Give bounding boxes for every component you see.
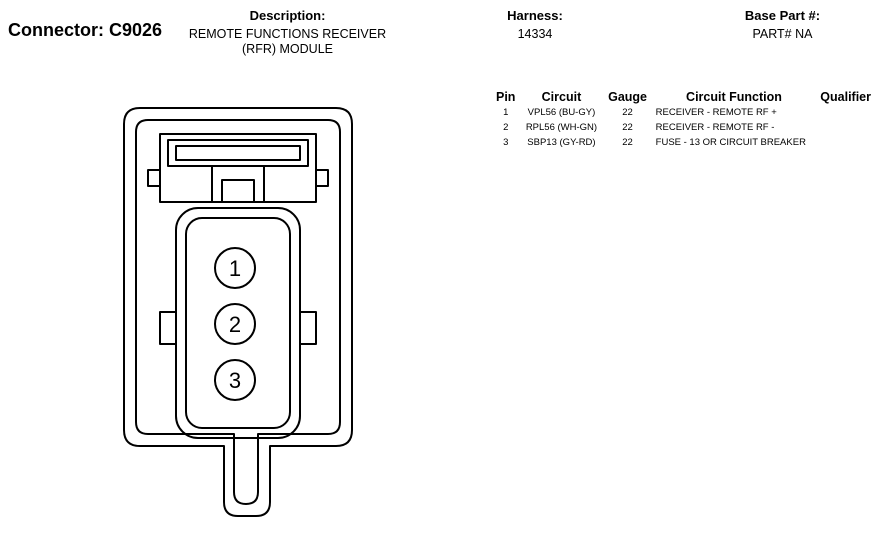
description-line-2: (RFR) MODULE [242, 42, 333, 56]
header-gauge: Gauge [608, 89, 647, 104]
base-part-value: PART# NA [752, 27, 813, 41]
pin-number: 3 [503, 137, 509, 148]
description-line-1: REMOTE FUNCTIONS RECEIVER [188, 27, 387, 41]
circuit-code: VPL56 (BU-GY) [527, 107, 596, 118]
header-pin: Pin [496, 89, 516, 104]
center-key [211, 165, 265, 203]
wire-gauge: 22 [622, 107, 633, 118]
latch-frame [159, 133, 317, 203]
pin-3-circle [214, 359, 256, 401]
pin-cavity-inner [185, 217, 291, 429]
housing-outer [123, 107, 353, 517]
wire-gauge: 22 [622, 122, 633, 133]
side-notch-right-mid [299, 311, 317, 345]
pin-table: Pin Circuit Gauge Circuit Function Quali… [492, 88, 875, 150]
harness-value: 14334 [517, 27, 553, 41]
latch-bar-inner [175, 145, 301, 161]
pin-3-label: 3 [229, 368, 241, 393]
harness-label: Harness: [507, 8, 563, 23]
wire-gauge: 22 [622, 137, 633, 148]
connector-label: Connector: [8, 20, 104, 40]
description-block: Description: REMOTE FUNCTIONS RECEIVER (… [170, 8, 405, 57]
base-part-label: Base Part #: [744, 8, 821, 23]
pin-1-circle [214, 247, 256, 289]
table-row: 2 RPL56 (WH-GN) 22 RECEIVER - REMOTE RF … [492, 120, 875, 135]
pin-2-label: 2 [229, 312, 241, 337]
circuit-code: SBP13 (GY-RD) [527, 137, 596, 148]
pin-2-circle [214, 303, 256, 345]
connector-id: C9026 [109, 20, 163, 40]
header-circuit: Circuit [541, 89, 582, 104]
harness-block: Harness: 14334 [480, 8, 590, 42]
side-notch-left-mid [159, 311, 177, 345]
circuit-code: RPL56 (WH-GN) [525, 122, 598, 133]
latch-bar-outer [167, 139, 309, 167]
table-row: 3 SBP13 (GY-RD) 22 FUSE - 13 OR CIRCUIT … [492, 135, 875, 150]
pin-number: 1 [503, 107, 509, 118]
pin-table-header-row: Pin Circuit Gauge Circuit Function Quali… [492, 88, 875, 105]
side-notch-left-top [147, 169, 161, 187]
circuit-function: RECEIVER - REMOTE RF - [655, 122, 775, 133]
pin-1-label: 1 [229, 256, 241, 281]
housing-inner [135, 119, 341, 505]
center-key-slot [221, 179, 255, 203]
connector-title: Connector: C9026 [8, 20, 162, 41]
header-qualifier: Qualifier [820, 89, 871, 104]
description-label: Description: [249, 8, 326, 23]
header-circuit-function: Circuit Function [686, 89, 782, 104]
circuit-function: FUSE - 13 OR CIRCUIT BREAKER [655, 137, 806, 148]
pin-number: 2 [503, 122, 509, 133]
circuit-function: RECEIVER - REMOTE RF + [655, 107, 777, 118]
base-part-block: Base Part #: PART# NA [715, 8, 850, 42]
table-row: 1 VPL56 (BU-GY) 22 RECEIVER - REMOTE RF … [492, 105, 875, 120]
pin-cavity-outer [175, 207, 301, 439]
side-notch-right-top [315, 169, 329, 187]
